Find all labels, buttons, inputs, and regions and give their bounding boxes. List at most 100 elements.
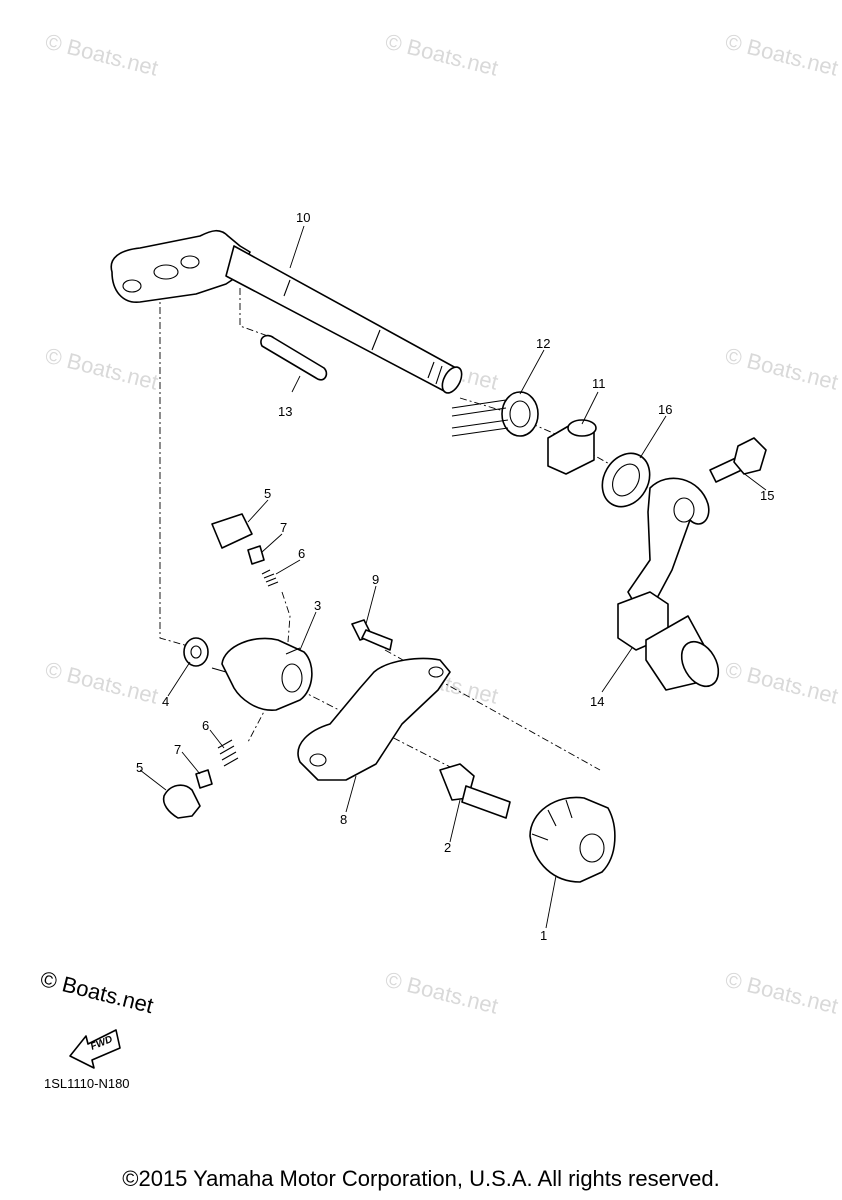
shaft-groove bbox=[427, 361, 443, 385]
leader-16 bbox=[639, 415, 667, 459]
leader-15 bbox=[741, 471, 767, 491]
leader-7b bbox=[181, 751, 201, 775]
stopper bbox=[211, 513, 253, 549]
small-pin bbox=[195, 769, 213, 789]
plate bbox=[297, 657, 451, 781]
watermark: © Boats.net bbox=[723, 29, 841, 81]
drum-hole bbox=[579, 833, 605, 863]
leader-11 bbox=[581, 391, 599, 425]
callout-9: 9 bbox=[372, 572, 379, 587]
leader-8 bbox=[345, 775, 357, 813]
arm-hole bbox=[180, 255, 200, 269]
pin bbox=[260, 334, 328, 381]
segment-body bbox=[221, 637, 313, 711]
fwd-arrow: FWD bbox=[69, 1029, 121, 1069]
assembly-line bbox=[459, 397, 621, 471]
leader-10 bbox=[289, 225, 305, 269]
part-5-upper bbox=[211, 513, 253, 549]
shaft-end bbox=[441, 366, 463, 394]
leader-6a bbox=[275, 559, 301, 575]
callout-15: 15 bbox=[760, 488, 774, 503]
leader-5b bbox=[139, 769, 167, 791]
callout-5-lower: 5 bbox=[136, 760, 143, 775]
callout-8: 8 bbox=[340, 812, 347, 827]
watermark: © Boats.net bbox=[43, 657, 161, 709]
callout-4: 4 bbox=[162, 694, 169, 709]
leader-14 bbox=[601, 647, 633, 693]
assembly-line bbox=[159, 292, 189, 647]
leader-7a bbox=[261, 533, 283, 553]
segment-detail bbox=[211, 647, 301, 673]
part-4-washer bbox=[183, 637, 209, 667]
part-5-lower bbox=[162, 784, 201, 819]
pedal-hole bbox=[673, 497, 695, 523]
watermark: © Boats.net bbox=[383, 29, 501, 81]
bolt-shank bbox=[361, 629, 393, 651]
leader-13 bbox=[291, 375, 301, 393]
callout-6-lower: 6 bbox=[202, 718, 209, 733]
assembly-line bbox=[281, 591, 291, 643]
coil-spring bbox=[261, 569, 279, 587]
shaft-step bbox=[283, 279, 291, 297]
callout-2: 2 bbox=[444, 840, 451, 855]
callout-10: 10 bbox=[296, 210, 310, 225]
part-16-oil-seal bbox=[601, 452, 651, 508]
stopper bbox=[162, 784, 201, 819]
leader-lines bbox=[139, 225, 767, 929]
leader-5a bbox=[247, 499, 269, 523]
washer-hole bbox=[190, 645, 202, 659]
part-7-lower bbox=[195, 769, 213, 789]
callout-5-upper: 5 bbox=[264, 486, 271, 501]
spring-coil bbox=[501, 391, 539, 437]
washer bbox=[183, 637, 209, 667]
part-15-bolt bbox=[709, 437, 767, 483]
watermark: © Boats.net bbox=[43, 29, 161, 81]
arm-hole bbox=[153, 264, 179, 280]
callout-3: 3 bbox=[314, 598, 321, 613]
copyright-notice: ©2015 Yamaha Motor Corporation, U.S.A. A… bbox=[122, 1166, 720, 1191]
spring-coil-inner bbox=[509, 400, 531, 428]
callout-16: 16 bbox=[658, 402, 672, 417]
part-10-shift-shaft bbox=[110, 229, 463, 394]
watermark: © Boats.net bbox=[723, 343, 841, 395]
segment-hole bbox=[281, 663, 303, 693]
watermark: © Boats.net bbox=[43, 343, 161, 395]
leader-2 bbox=[449, 799, 461, 843]
collar-rim bbox=[567, 419, 597, 437]
callout-12: 12 bbox=[536, 336, 550, 351]
bolt-head bbox=[733, 437, 767, 475]
plate-hole bbox=[428, 666, 444, 678]
part-12-torsion-spring bbox=[451, 391, 539, 437]
part-2-bolt bbox=[439, 763, 511, 819]
callout-14: 14 bbox=[590, 694, 604, 709]
bolt-shank bbox=[461, 785, 511, 819]
shift-shaft-arm bbox=[110, 229, 251, 303]
part-13-pin bbox=[260, 334, 328, 381]
callout-11: 11 bbox=[592, 376, 606, 391]
part-14-shift-pedal bbox=[617, 477, 720, 691]
pedal-tip-end bbox=[680, 640, 720, 688]
arm-hole bbox=[122, 279, 142, 293]
coil-spring bbox=[217, 739, 239, 767]
part-8-plate bbox=[297, 657, 451, 781]
part-11-collar bbox=[547, 419, 597, 475]
assembly-line bbox=[247, 703, 269, 743]
watermark: © Boats.net bbox=[383, 967, 501, 1019]
watermark-layer: © Boats.net © Boats.net © Boats.net © Bo… bbox=[43, 29, 841, 1019]
leader-1 bbox=[545, 875, 557, 929]
spring-leg bbox=[451, 419, 509, 437]
part-6-lower bbox=[217, 739, 239, 767]
callout-1: 1 bbox=[540, 928, 547, 943]
plate-hole bbox=[309, 753, 327, 767]
diagram-id: 1SL1110-N180 bbox=[44, 1076, 130, 1091]
watermark: © Boats.net bbox=[723, 967, 841, 1019]
part-9-bolt bbox=[351, 619, 393, 651]
part-6-upper bbox=[261, 569, 279, 587]
part-3-segment bbox=[211, 637, 313, 711]
part-7-upper bbox=[247, 545, 265, 565]
callout-7-upper: 7 bbox=[280, 520, 287, 535]
oil-seal bbox=[601, 452, 651, 508]
watermark: © Boats.net bbox=[723, 657, 841, 709]
drum-teeth bbox=[531, 799, 573, 841]
